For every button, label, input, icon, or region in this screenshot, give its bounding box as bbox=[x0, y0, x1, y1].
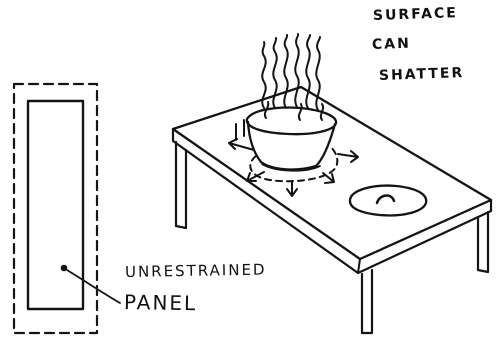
panel-leader-line bbox=[67, 270, 120, 303]
panel-label-unrestrained: UNRESTRAINED bbox=[125, 261, 267, 281]
table-leg-front-right bbox=[362, 270, 372, 333]
arrow-front-left bbox=[247, 172, 264, 181]
table-sketch bbox=[173, 87, 491, 333]
arrow-front-right bbox=[323, 173, 334, 183]
plate-outline bbox=[350, 186, 426, 216]
callout-line-can: CAN bbox=[372, 31, 412, 59]
panel-dashed-outline bbox=[14, 84, 97, 333]
table-leg-back-left bbox=[236, 120, 244, 140]
table-top-thickness bbox=[173, 129, 491, 273]
panel-outline bbox=[28, 101, 83, 309]
panel-label-panel: PANEL bbox=[124, 290, 198, 315]
arrow-right bbox=[338, 151, 358, 162]
plate-inner-arc bbox=[377, 195, 394, 203]
table-leg-front-left bbox=[176, 142, 186, 228]
arrow-down bbox=[287, 181, 297, 196]
callout-line-shatter: SHATTER bbox=[379, 60, 465, 90]
plate-sketch bbox=[350, 186, 426, 216]
pot-sketch bbox=[229, 34, 358, 196]
panel-sketch bbox=[14, 84, 120, 333]
callout-line-surface: SURFACE bbox=[373, 0, 459, 30]
table-leg-back-right bbox=[478, 212, 488, 272]
pot-body bbox=[248, 122, 335, 169]
